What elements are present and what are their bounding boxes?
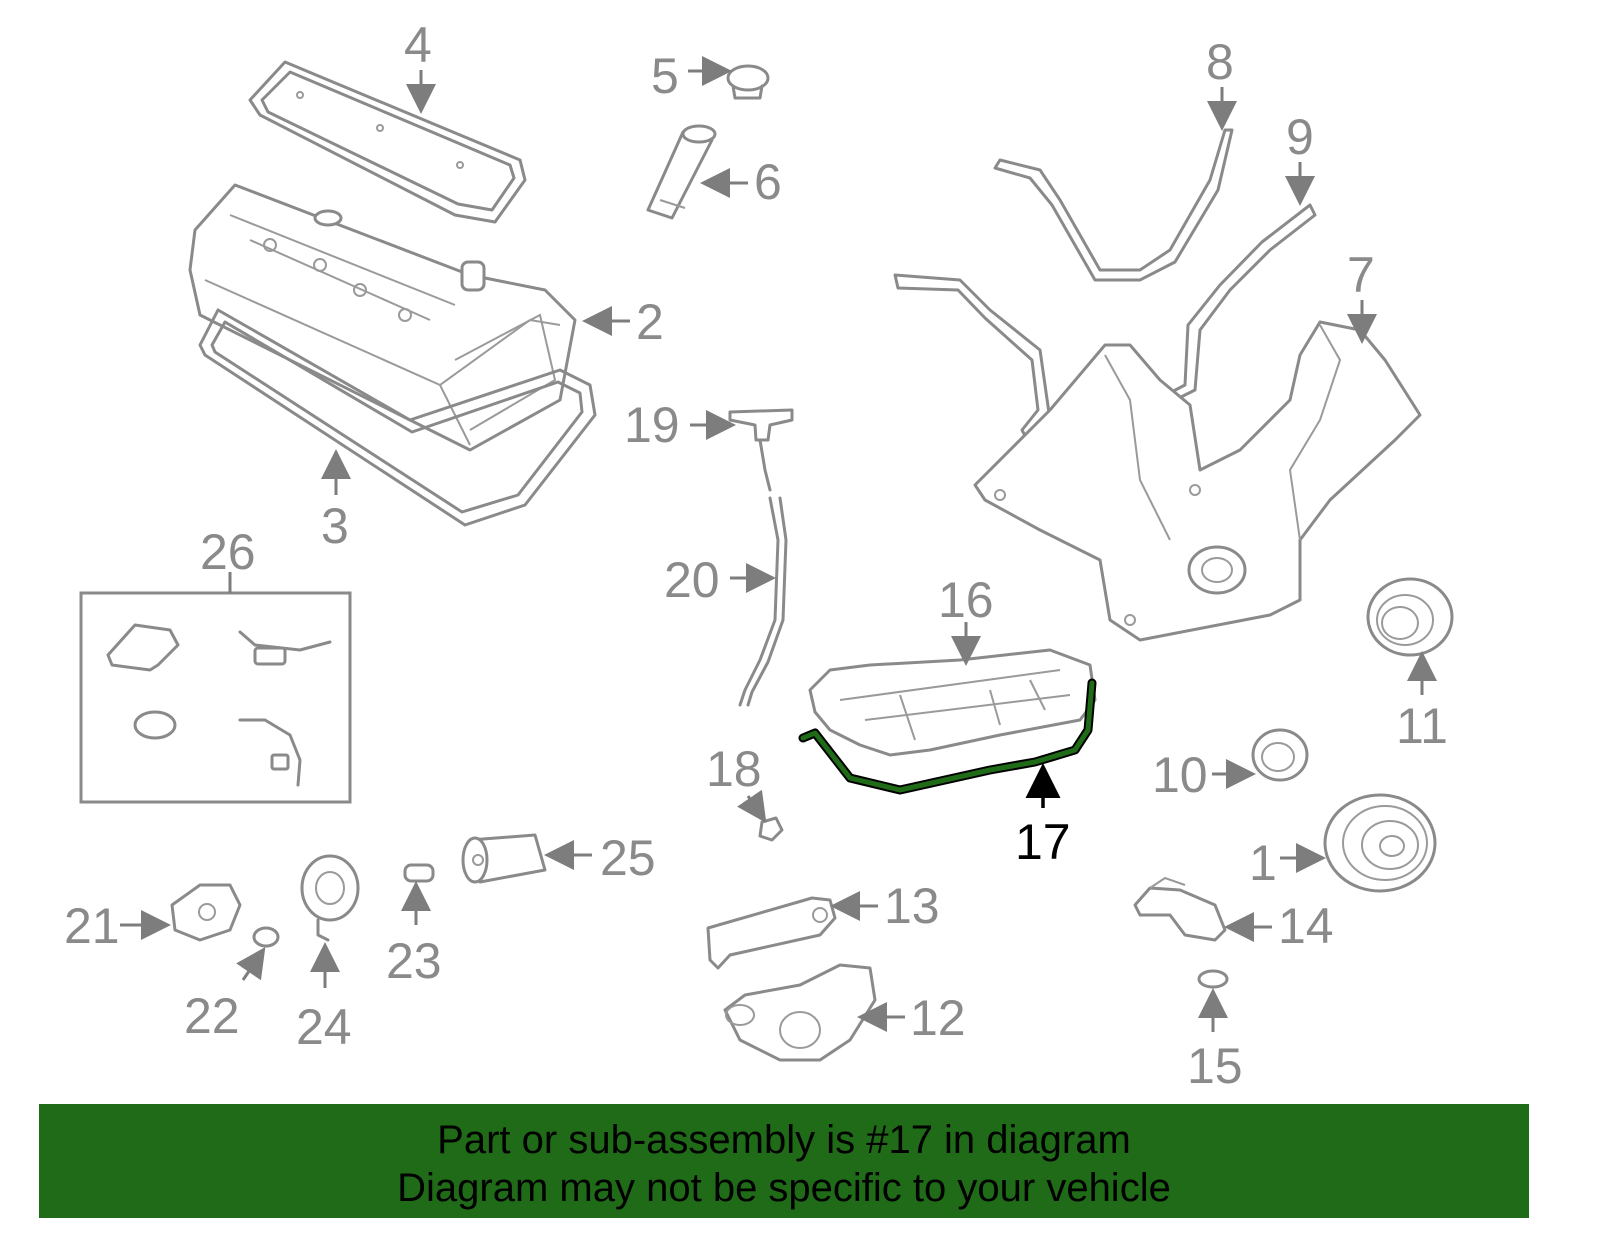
callout-24: 24 <box>296 999 352 1055</box>
callout-19: 19 <box>624 397 680 453</box>
part-3-cover-gasket <box>198 308 597 527</box>
callout-21: 21 <box>64 898 120 954</box>
part-12-housing <box>723 963 877 1062</box>
banner-line-1: Part or sub-assembly is #17 in diagram <box>437 1118 1131 1162</box>
part-23-fitting <box>403 863 435 883</box>
callout-10: 10 <box>1152 747 1208 803</box>
part-13-bracket <box>706 896 837 970</box>
callout-23: 23 <box>386 933 442 989</box>
callout-2: 2 <box>636 294 664 350</box>
callout-22: 22 <box>184 988 240 1044</box>
part-10-seal <box>1251 728 1309 782</box>
part-5-cap <box>726 64 770 100</box>
callout-6: 6 <box>754 154 782 210</box>
part-7-timing-cover <box>973 320 1422 642</box>
part-15-washer <box>1197 969 1229 989</box>
part-8-gasket <box>993 128 1234 282</box>
callout-16: 16 <box>938 572 994 628</box>
callout-9: 9 <box>1286 109 1314 165</box>
part-17-oil-pan-gasket <box>798 678 1097 795</box>
part-6-filler-tube <box>646 124 717 220</box>
part-11-seal <box>1366 577 1454 657</box>
part-2-valve-cover <box>188 183 577 452</box>
callout-18: 18 <box>706 741 762 797</box>
part-1-pulley <box>1323 793 1437 893</box>
callout-8: 8 <box>1206 34 1234 90</box>
callout-3: 3 <box>321 498 349 554</box>
callout-17: 17 <box>1015 814 1071 870</box>
callout-1: 1 <box>1249 835 1277 891</box>
part-19-dipstick <box>728 408 794 492</box>
callout-11: 11 <box>1396 698 1448 754</box>
callout-26: 26 <box>200 524 256 580</box>
callout-12: 12 <box>910 990 966 1046</box>
part-21-valve <box>170 883 242 942</box>
part-16-oil-pan <box>808 648 1097 757</box>
callout-15: 15 <box>1187 1038 1243 1094</box>
part-4-cover-gasket <box>248 60 527 224</box>
part-14-mount <box>1133 876 1227 942</box>
callout-25: 25 <box>600 830 656 886</box>
part-26-sensor-kit-box <box>79 591 352 804</box>
callout-20: 20 <box>664 552 720 608</box>
callout-arrows <box>120 56 1437 1032</box>
callout-5: 5 <box>651 48 679 104</box>
part-24-oil-cooler <box>300 854 360 942</box>
callout-7: 7 <box>1347 247 1375 303</box>
part-22-plug <box>252 926 280 948</box>
callout-13: 13 <box>884 878 940 934</box>
callout-labels: 4 2 3 5 6 7 8 9 10 11 12 13 14 15 16 17 … <box>64 17 1448 1094</box>
callout-4: 4 <box>404 17 432 73</box>
callout-14: 14 <box>1278 898 1334 954</box>
banner-line-2: Diagram may not be specific to your vehi… <box>397 1166 1171 1210</box>
part-25-oil-filter <box>461 833 547 884</box>
part-18-bolt <box>758 816 784 842</box>
part-20-dipstick-tube <box>738 496 788 707</box>
info-banner: Part or sub-assembly is #17 in diagram D… <box>39 1104 1529 1218</box>
